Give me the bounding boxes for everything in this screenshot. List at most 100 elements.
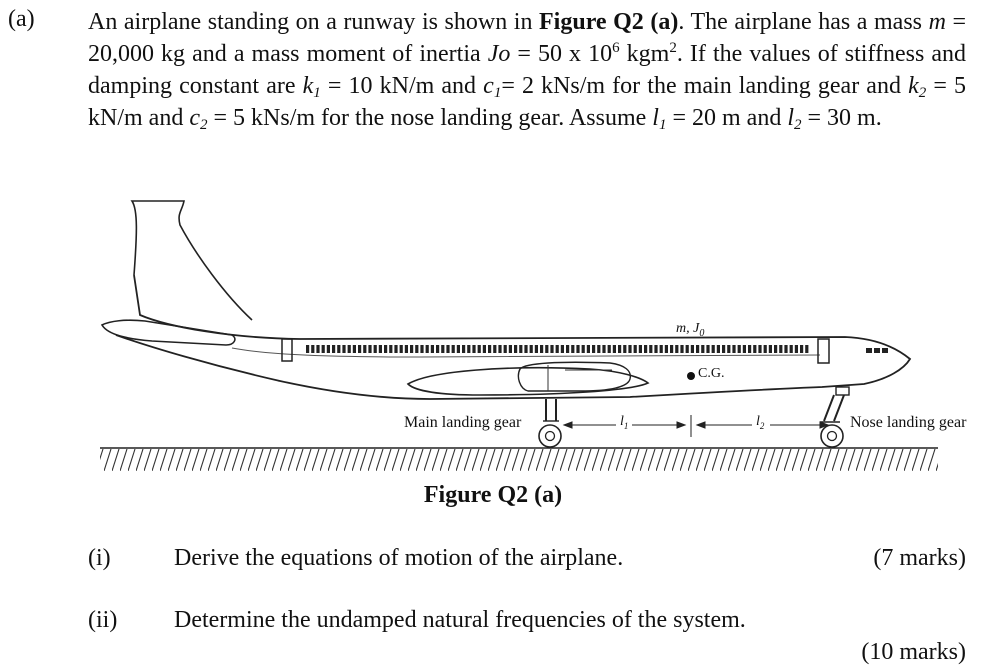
cg-point: [687, 372, 695, 380]
l1-subscript: 1: [658, 117, 667, 133]
part-label: (a): [8, 6, 35, 32]
cg-label: C.G.: [698, 366, 725, 381]
passenger-window: [425, 345, 429, 353]
passenger-windows: [306, 345, 809, 353]
passenger-window: [373, 345, 377, 353]
dimension-lines: [562, 415, 830, 437]
problem-text-segment: . If the values of stiffness and damping…: [88, 41, 967, 99]
passenger-window: [337, 345, 341, 353]
passenger-window: [779, 345, 783, 353]
passenger-window: [436, 345, 440, 353]
passenger-window: [602, 345, 606, 353]
passenger-window: [488, 345, 492, 353]
passenger-window: [716, 345, 720, 353]
passenger-window: [550, 345, 554, 353]
k1-value: = 10 kN/m and: [320, 73, 484, 99]
passenger-window: [618, 345, 622, 353]
passenger-window: [586, 345, 590, 353]
passenger-window: [805, 345, 809, 353]
passenger-window: [477, 345, 481, 353]
passenger-window: [571, 345, 575, 353]
passenger-window: [342, 345, 346, 353]
l2-value: = 30 m.: [801, 105, 882, 131]
passenger-window: [576, 345, 580, 353]
nose-landing-gear: [820, 386, 850, 448]
passenger-window: [529, 345, 533, 353]
passenger-window: [508, 345, 512, 353]
airplane-figure: m, J0 C.G. Main landing gear Nose landin…: [0, 185, 986, 485]
wing: [406, 366, 650, 396]
passenger-window: [753, 345, 757, 353]
passenger-window: [540, 345, 544, 353]
passenger-window: [311, 345, 315, 353]
l2-symbol: l: [787, 105, 794, 131]
passenger-window: [784, 345, 788, 353]
passenger-window: [768, 345, 772, 353]
question-marks: (10 marks): [861, 639, 966, 665]
c1-symbol: c: [483, 73, 494, 99]
passenger-window: [758, 345, 762, 353]
passenger-window: [399, 345, 403, 353]
passenger-window: [352, 345, 356, 353]
passenger-window: [446, 345, 450, 353]
passenger-window: [675, 345, 679, 353]
passenger-window: [659, 345, 663, 353]
passenger-window: [347, 345, 351, 353]
c1-subscript: 1: [493, 85, 502, 101]
passenger-window: [612, 345, 616, 353]
passenger-window: [566, 345, 570, 353]
passenger-window: [638, 345, 642, 353]
passenger-window: [332, 345, 336, 353]
main-gear-label: Main landing gear: [404, 414, 522, 431]
problem-text-segment: An airplane standing on a runway is show…: [88, 9, 540, 35]
c1-value: = 2 kNs/m for the main landing gear and: [501, 73, 909, 99]
passenger-window: [737, 345, 741, 353]
passenger-window: [706, 345, 710, 353]
passenger-window: [430, 345, 434, 353]
passenger-window: [326, 345, 330, 353]
ground-hatching: [100, 449, 938, 471]
passenger-window: [368, 345, 372, 353]
k2-value: = 5 kN/m and: [88, 73, 966, 131]
k2-symbol: k: [908, 73, 919, 99]
c2-symbol: c: [189, 105, 200, 131]
passenger-window: [358, 345, 362, 353]
passenger-window: [690, 345, 694, 353]
passenger-window: [519, 345, 523, 353]
passenger-window: [696, 345, 700, 353]
engine-nacelle: [517, 361, 632, 392]
l2-subscript: 2: [794, 117, 802, 133]
figure-reference: Figure Q2 (a): [539, 9, 679, 35]
passenger-window: [664, 345, 668, 353]
k2-subscript: 2: [918, 85, 927, 101]
question-text: Determine the undamped natural frequenci…: [174, 607, 746, 633]
passenger-window: [555, 345, 559, 353]
passenger-window: [378, 345, 382, 353]
passenger-window: [524, 345, 528, 353]
tail-fin: [130, 200, 253, 321]
passenger-window: [748, 345, 752, 353]
passenger-window: [763, 345, 767, 353]
mass-inertia-label: m, J0: [676, 321, 705, 339]
passenger-window: [451, 345, 455, 353]
passenger-window: [623, 345, 627, 353]
passenger-window: [794, 345, 798, 353]
problem-text-segment: . The airplane has a mass: [678, 9, 929, 35]
passenger-window: [363, 345, 367, 353]
passenger-window: [685, 345, 689, 353]
cockpit-windows: [866, 348, 888, 353]
problem-statement: An airplane standing on a runway is show…: [88, 6, 966, 134]
passenger-window: [742, 345, 746, 353]
passenger-window: [789, 345, 793, 353]
passenger-window: [722, 345, 726, 353]
passenger-window: [306, 345, 310, 353]
c2-value: = 5 kNs/m for the nose landing gear. Ass…: [207, 105, 653, 131]
passenger-window: [415, 345, 419, 353]
nose-gear-label: Nose landing gear: [850, 414, 967, 431]
main-landing-gear: [538, 399, 562, 448]
figure-caption: Figure Q2 (a): [423, 482, 563, 508]
inertia-unit-exponent: 2: [669, 40, 677, 56]
passenger-window: [649, 345, 653, 353]
passenger-window: [493, 345, 497, 353]
question-number: (ii): [88, 607, 118, 633]
